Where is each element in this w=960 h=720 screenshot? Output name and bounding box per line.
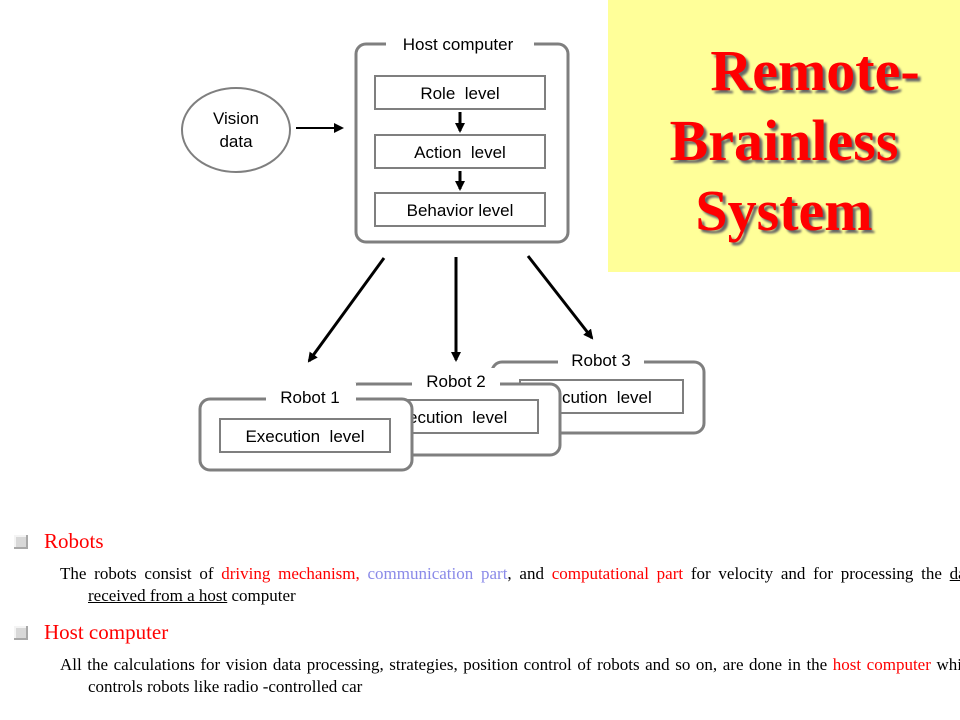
slide-title: Remote- Brainless System bbox=[608, 36, 960, 246]
data-received-text: data received from a host bbox=[88, 564, 960, 605]
robots-text-3: , and bbox=[507, 564, 552, 583]
robots-text-1: The robots consist of bbox=[60, 564, 222, 583]
computational-part-text: computational part bbox=[551, 564, 684, 583]
host-description: All the calculations for vision data pro… bbox=[60, 654, 960, 698]
robots-bullet-icon bbox=[14, 535, 28, 549]
vision-data-label-2: data bbox=[219, 132, 253, 151]
robots-text-5: computer bbox=[227, 586, 296, 605]
robot-3-execution-label: cution level bbox=[562, 388, 652, 407]
robot-1-box: Robot 1 Execution level bbox=[198, 383, 414, 472]
host-heading: Host computer bbox=[44, 620, 169, 644]
architecture-diagram: Host computer Role level Action level Be… bbox=[181, 35, 706, 472]
robot-1-label: Robot 1 bbox=[280, 388, 340, 407]
communication-part-text: communication part bbox=[367, 564, 508, 583]
title-line-1: Remote- bbox=[710, 38, 920, 103]
robot-3-label: Robot 3 bbox=[571, 351, 631, 370]
host-to-robot-1-arrow bbox=[307, 257, 386, 363]
robot-2-execution-label: ecution level bbox=[408, 408, 507, 427]
title-panel bbox=[608, 0, 960, 272]
vision-data-label-1: Vision bbox=[213, 109, 259, 128]
robot-1-execution-label: Execution level bbox=[245, 427, 364, 446]
host-bullet-icon bbox=[14, 626, 28, 640]
robots-text-2 bbox=[360, 564, 368, 583]
role-level-box: Role level bbox=[374, 75, 546, 110]
driving-mechanism-text: driving mechanism, bbox=[221, 564, 360, 583]
behavior-level-label: Behavior level bbox=[407, 201, 514, 220]
host-computer-text: host computer bbox=[832, 655, 931, 674]
host-to-robot-3-arrow bbox=[526, 255, 594, 340]
role-level-label: Role level bbox=[420, 84, 499, 103]
action-level-box: Action level bbox=[374, 134, 546, 169]
title-line-3: System bbox=[695, 178, 873, 243]
host-text-1: All the calculations for vision data pro… bbox=[60, 655, 833, 674]
host-text-2: which controls robots like radio -contro… bbox=[88, 655, 960, 696]
robots-description: The robots consist of driving mechanism,… bbox=[60, 563, 960, 607]
title-line-2: Brainless bbox=[669, 108, 899, 173]
action-level-label: Action level bbox=[414, 143, 506, 162]
behavior-level-box: Behavior level bbox=[374, 192, 546, 227]
vision-data-ellipse: Vision data bbox=[181, 87, 291, 173]
robot-2-label: Robot 2 bbox=[426, 372, 486, 391]
robots-text-4: for velocity and for processing the bbox=[683, 564, 950, 583]
host-computer-label: Host computer bbox=[403, 35, 514, 54]
robots-heading: Robots bbox=[44, 529, 104, 553]
